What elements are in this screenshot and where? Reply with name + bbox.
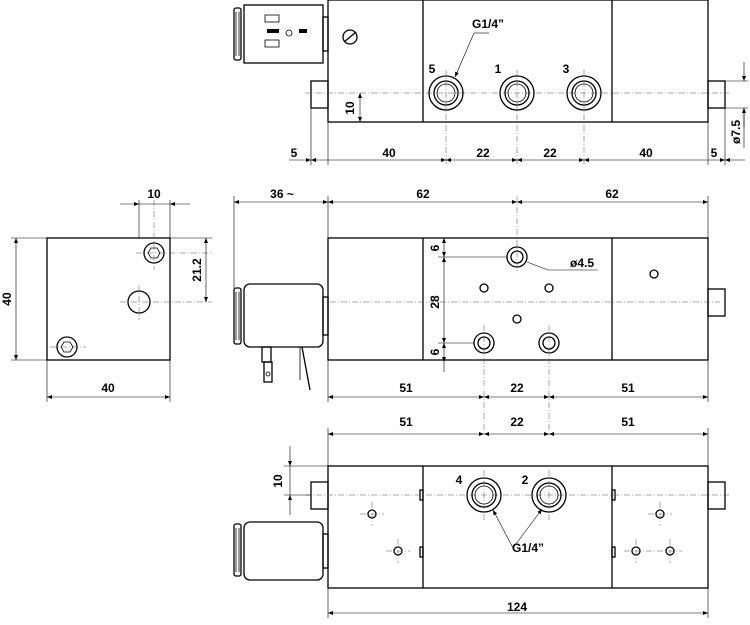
- top-dim-10: 10: [343, 101, 357, 115]
- front-dim-62-right: 62: [605, 187, 619, 201]
- bottom-view: 51 22 51 10 4 2 G1/4” 124: [233, 415, 730, 618]
- front-dim-36: 36 ~: [270, 187, 294, 201]
- top-right-plug: [707, 80, 726, 109]
- front-dim-28: 28: [428, 295, 442, 309]
- end-dim-40-height: 40: [0, 292, 14, 306]
- front-view: 36 ~ 62 62 6 28 6 ø4.5 51 22 51: [233, 187, 726, 430]
- front-solenoid-coil: [233, 283, 329, 391]
- top-port-1-label: 1: [495, 62, 502, 76]
- front-dim-51-right: 51: [621, 381, 635, 395]
- bottom-dim-124: 124: [507, 600, 527, 614]
- top-slotted-screw: [342, 29, 358, 45]
- end-view-body: [46, 237, 171, 361]
- bottom-port-thread-label: G1/4”: [512, 541, 544, 555]
- bottom-dim-51-left: 51: [399, 415, 413, 429]
- top-left-plug: [310, 80, 329, 109]
- front-dim-hole-diameter: ø4.5: [570, 256, 594, 270]
- front-dim-22: 22: [510, 381, 524, 395]
- top-port-5-label: 5: [429, 62, 436, 76]
- top-dim-22-b: 22: [543, 146, 557, 160]
- front-dim-6-bottom: 6: [428, 348, 442, 355]
- bottom-dim-51-right: 51: [621, 415, 635, 429]
- top-dim-5-right: 5: [711, 146, 718, 160]
- top-dim-40-right: 40: [639, 146, 653, 160]
- front-right-plug: [707, 288, 726, 317]
- top-dim-22-a: 22: [476, 146, 490, 160]
- front-valve-body: [327, 237, 709, 361]
- top-dim-40-left: 40: [382, 146, 396, 160]
- bottom-left-plug: [310, 481, 329, 510]
- top-dim-diameter: ø7.5: [729, 120, 743, 144]
- bottom-dim-10: 10: [271, 474, 285, 488]
- front-small-holes: [479, 269, 659, 324]
- front-dim-51-left: 51: [399, 381, 413, 395]
- end-dim-10: 10: [147, 187, 161, 201]
- bottom-port-4-label: 4: [456, 473, 463, 487]
- top-solenoid-coil: [233, 4, 329, 64]
- bottom-solenoid-coil: [233, 521, 329, 581]
- end-dim-21-2: 21.2: [190, 258, 204, 282]
- bottom-valve-body: [327, 465, 709, 589]
- top-port-thread-label: G1/4”: [472, 17, 504, 31]
- bottom-port-2-label: 2: [522, 473, 529, 487]
- top-valve-body: [327, 0, 709, 123]
- bottom-right-plug: [707, 481, 726, 510]
- front-dim-62-left: 62: [416, 187, 430, 201]
- front-dim-6-top: 6: [428, 244, 442, 251]
- bottom-dim-22: 22: [510, 415, 524, 429]
- top-dim-5-left: 5: [291, 146, 298, 160]
- top-view: G1/4” 5 1 3 10 ø7.5 5 40 22 22 40 5: [233, 0, 748, 165]
- top-port-3-label: 3: [563, 62, 570, 76]
- end-dim-40-width: 40: [101, 381, 115, 395]
- end-view: 10 21.2 40 40: [0, 187, 212, 402]
